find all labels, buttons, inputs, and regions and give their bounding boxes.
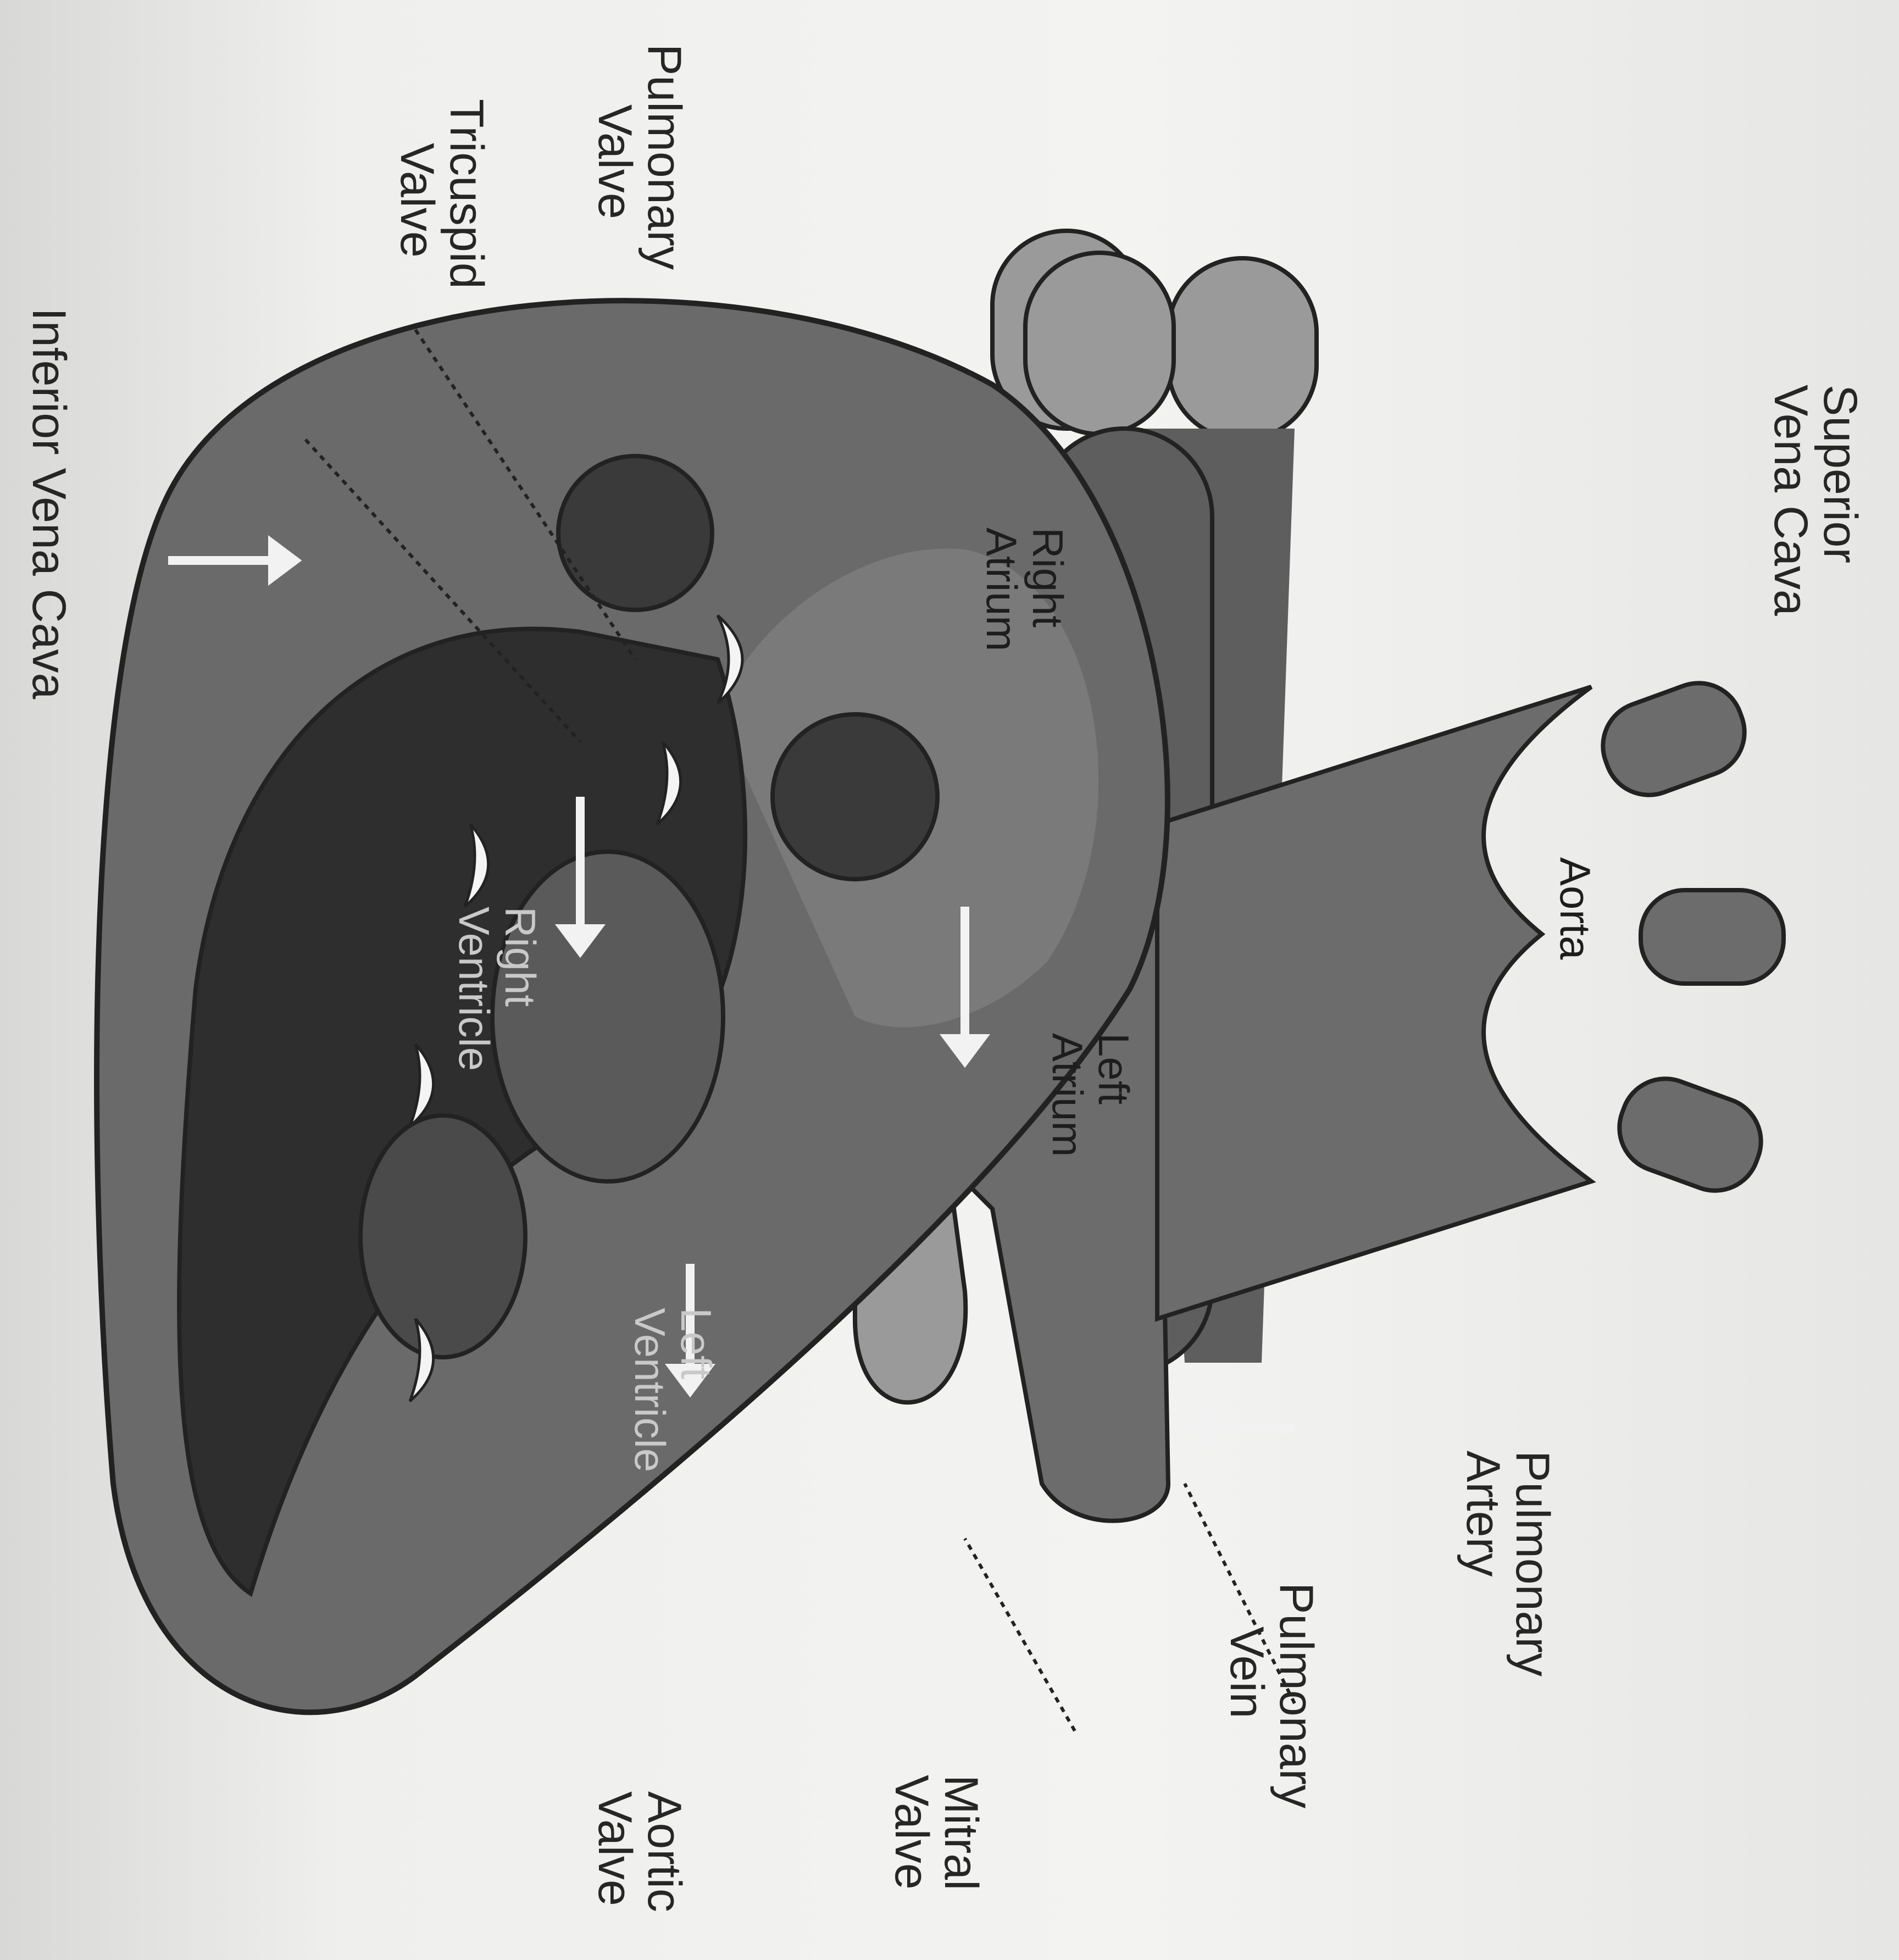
aortic-valve-line-1: Aortic (638, 1791, 691, 1912)
aorta-branch-3 (1607, 1067, 1773, 1203)
label-pulmonary-valve: Pulmonary Valve (588, 44, 691, 270)
upper-tubes (992, 231, 1317, 440)
tricuspid-valve-line-1: Tricuspid (440, 99, 493, 289)
upper-tube-3 (1025, 253, 1174, 434)
mitral-valve-line-2: Valve (885, 1775, 938, 1890)
vena-cava-opening (558, 456, 712, 610)
pulmonary-artery-line-1: Pulmonary (1506, 1451, 1559, 1676)
inferior-vena-cava-line-1: Inferior Vena Cava (23, 308, 75, 699)
aorta-branch-2 (1641, 890, 1784, 984)
label-aortic-valve: Aortic Valve (588, 1791, 691, 1912)
arrow-2-head (1190, 1412, 1212, 1445)
pulmonary-vein-line-2: Vein (1220, 1626, 1273, 1718)
left-atrium-line-2: Atrium (1043, 1033, 1092, 1157)
left-atrium-line-1: Left (1090, 1033, 1138, 1104)
right-atrium-line-1: Right (1024, 528, 1072, 628)
pulmonary-valve-line-1: Pulmonary (638, 44, 691, 270)
label-mitral-valve: Mitral Valve (885, 1775, 987, 1890)
right-atrium-line-2: Atrium (978, 528, 1026, 651)
aorta-label: Aorta (1551, 857, 1600, 960)
pulmonary-vein-line-1: Pulmonary (1270, 1583, 1323, 1808)
pulmonary-artery-line-2: Artery (1457, 1451, 1509, 1576)
label-aorta: Aorta (1551, 857, 1600, 960)
label-tricuspid-valve: Tricuspid Valve (391, 99, 493, 289)
mitral-valve-line-1: Mitral (935, 1775, 987, 1890)
label-superior-vena-cava: Superior Vena Cava (1764, 385, 1867, 616)
leader-line-3 (965, 1539, 1075, 1731)
left-atrium-inner (360, 1115, 525, 1357)
left-atrium (492, 852, 723, 1181)
left-ventricle-line-1: Left (672, 1308, 720, 1379)
left-ventricle-line-2: Ventricle (626, 1308, 674, 1472)
pulmonary-valve-line-2: Valve (588, 104, 641, 219)
tricuspid-valve-line-2: Valve (391, 143, 443, 258)
right-ventricle-line-1: Right (496, 907, 545, 1007)
atrium-opening (773, 714, 937, 879)
superior-vena-cava-line-2: Vena Cava (1764, 385, 1817, 616)
superior-vena-cava-line-1: Superior (1814, 385, 1867, 563)
upper-tube-2 (1168, 258, 1317, 440)
right-ventricle-line-2: Ventricle (450, 907, 498, 1071)
label-inferior-vena-cava: Inferior Vena Cava (23, 308, 75, 699)
aortic-valve-line-2: Valve (588, 1791, 641, 1906)
label-pulmonary-vein: Pulmonary Vein (1220, 1583, 1323, 1808)
aorta-branch-1 (1591, 671, 1757, 808)
label-pulmonary-artery: Pulmonary Artery (1457, 1451, 1559, 1676)
